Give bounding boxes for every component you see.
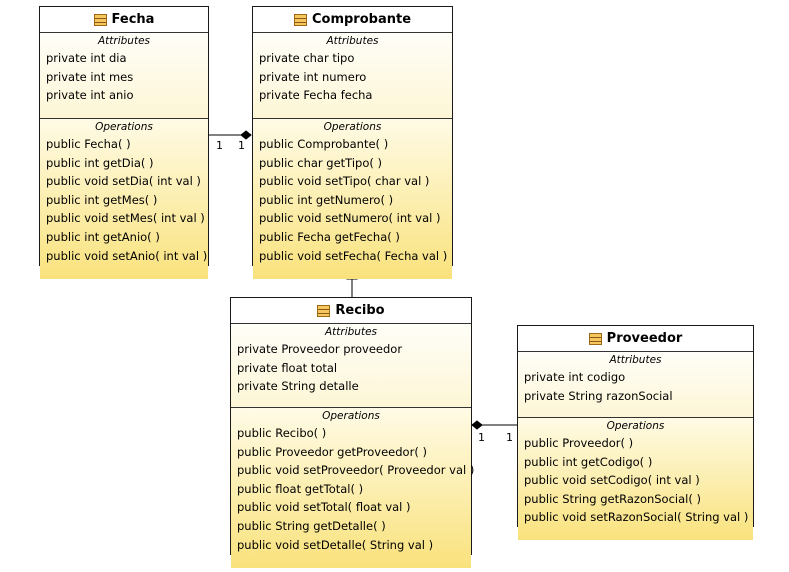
attribute: private int mes [46,69,134,84]
operation: public Recibo( ) [237,426,327,440]
class-proveedor-attributes: Attributes private int codigo private St… [518,352,753,417]
class-recibo-name: Recibo [335,303,385,318]
attribute: private String detalle [237,379,359,394]
attribute: private int dia [46,51,127,65]
class-icon [93,13,107,26]
operation: public void setDetalle( String val ) [237,537,434,552]
operations-label: Operations [606,420,665,432]
class-recibo[interactable]: Recibo Attributes private Proveedor prov… [230,297,474,568]
operation: public Fecha( ) [46,137,131,151]
class-proveedor-header: Proveedor [518,326,753,352]
operation: public void setTotal( float val ) [237,500,411,515]
attribute: private int anio [46,88,134,103]
operation: public void setProveedor( Proveedor val … [237,463,475,478]
operation: public void setNumero( int val ) [259,211,441,226]
operation: public int getNumero( ) [259,192,394,207]
attributes-label: Attributes [326,35,379,47]
class-comprobante-header: Comprobante [253,7,452,33]
class-fecha-operations: Operations public Fecha( ) public int ge… [40,118,208,279]
operation: public void setRazonSocial( String val ) [524,510,749,525]
class-comprobante-operations: Operations public Comprobante( ) public … [253,118,452,279]
attributes-label: Attributes [324,326,378,338]
attribute: private Fecha fecha [259,88,373,103]
attribute: private int codigo [524,370,626,384]
class-recibo-header: Recibo [231,298,471,324]
operation: public float getTotal( ) [237,481,364,496]
operation: public Proveedor( ) [524,436,634,450]
operations-label: Operations [323,121,382,133]
class-proveedor-operations: Operations public Proveedor( ) public in… [518,417,753,540]
operation: public void setMes( int val ) [46,211,205,226]
class-icon [293,13,307,26]
class-fecha[interactable]: Fecha Attributes private int dia private… [39,6,209,279]
operations-label: Operations [95,121,153,133]
class-recibo-operations: Operations public Recibo( ) public Prove… [231,407,475,568]
multiplicity-recibo-end: 1 [478,431,485,444]
multiplicity-proveedor-end: 1 [506,431,513,444]
multiplicity-fecha-end: 1 [216,139,223,152]
class-fecha-header: Fecha [40,7,208,33]
operation: public void setCodigo( int val ) [524,473,700,488]
operation: public int getDia( ) [46,155,154,170]
attribute: private Proveedor proveedor [237,342,403,356]
operation: public void setAnio( int val ) [46,248,208,263]
class-comprobante-name: Comprobante [311,12,412,27]
operation: public int getAnio( ) [46,229,160,244]
operation: public void setDia( int val ) [46,174,201,189]
operation: public Comprobante( ) [259,137,389,151]
class-proveedor[interactable]: Proveedor Attributes private int codigo … [517,325,754,540]
class-fecha-attributes: Attributes private int dia private int m… [40,33,208,118]
class-comprobante-attributes: Attributes private char tipo private int… [253,33,452,118]
operation: public void setTipo( char val ) [259,174,430,189]
multiplicity-comprobante-end: 1 [238,139,245,152]
operation: public String getDetalle( ) [237,518,386,533]
operation: public int getMes( ) [46,192,158,207]
attributes-label: Attributes [609,354,662,366]
operation: public char getTipo( ) [259,155,383,170]
attribute: private String razonSocial [524,388,673,403]
attributes-label: Attributes [97,35,151,47]
class-fecha-name: Fecha [111,12,155,27]
class-icon [317,304,331,317]
composition-diamond-recibo [471,420,483,430]
composition-diamond-comprobante [240,130,252,140]
operation: public int getCodigo( ) [524,454,653,469]
attribute: private int numero [259,69,367,84]
class-comprobante[interactable]: Comprobante Attributes private char tipo… [252,6,453,279]
attribute: private char tipo [259,51,355,65]
operation: public void setFecha( Fecha val ) [259,248,448,263]
class-recibo-attributes: Attributes private Proveedor proveedor p… [231,324,471,407]
class-icon [588,332,602,345]
operation: public Proveedor getProveedor( ) [237,444,427,459]
class-proveedor-name: Proveedor [606,331,683,346]
operations-label: Operations [322,410,380,422]
operation: public String getRazonSocial( ) [524,491,701,506]
operation: public Fecha getFecha( ) [259,229,400,244]
attribute: private float total [237,360,338,375]
